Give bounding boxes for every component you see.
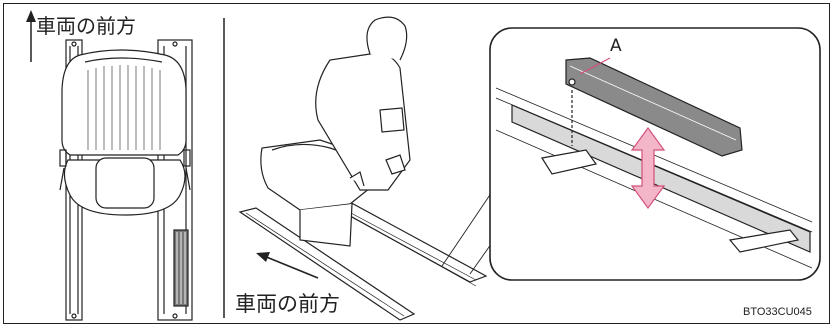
bracket xyxy=(565,57,743,157)
floor-plate xyxy=(541,149,598,175)
seat-rail-panel xyxy=(238,16,509,321)
rail-highlight xyxy=(511,104,811,253)
figure-code: BTO33CU045 xyxy=(743,306,812,318)
forward-arrow-top xyxy=(26,10,36,62)
bracket-detail-panel xyxy=(489,27,821,281)
lift-arrow xyxy=(630,126,666,210)
seat-top-outline xyxy=(59,49,191,216)
top-view-panel xyxy=(26,10,193,321)
callout-label-a: A xyxy=(610,36,622,56)
forward-arrow-bottom xyxy=(256,252,319,279)
seat-side-view xyxy=(260,16,411,247)
vehicle-front-label-top: 車両の前方 xyxy=(36,14,136,38)
vehicle-front-label-bottom: 車両の前方 xyxy=(235,292,340,316)
floor-rails xyxy=(238,199,488,321)
